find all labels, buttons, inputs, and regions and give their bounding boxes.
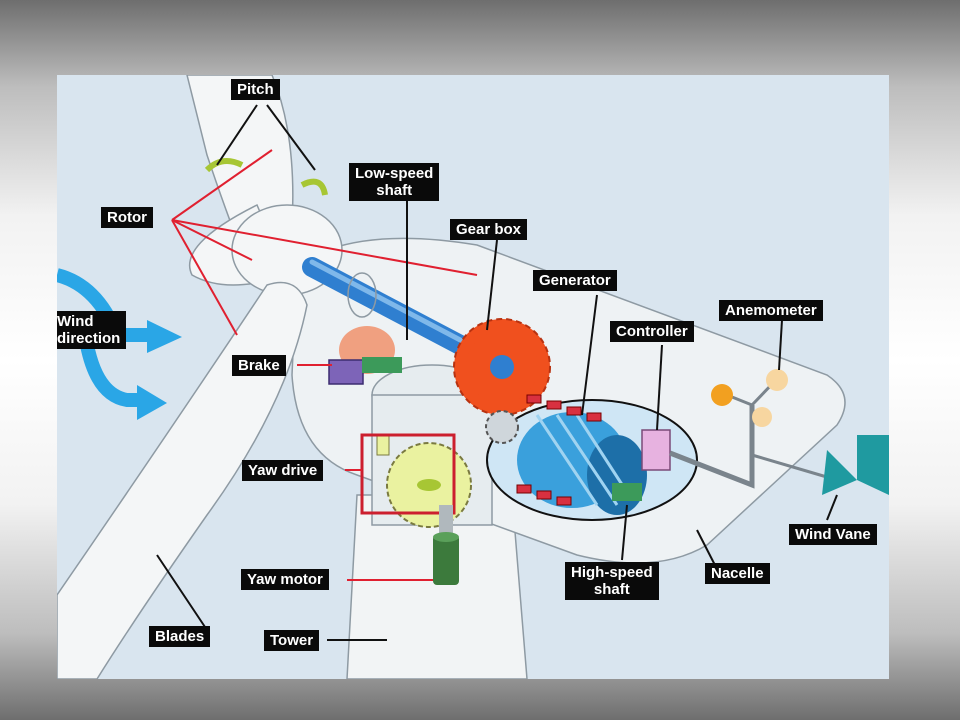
label-yaw-motor: Yaw motor	[241, 569, 329, 590]
label-brake: Brake	[232, 355, 286, 376]
gear-box-shape	[453, 318, 551, 416]
label-gear-box: Gear box	[450, 219, 528, 240]
label-generator: Generator	[533, 270, 617, 291]
brake-caliper	[328, 359, 364, 385]
generator-magnets	[516, 394, 602, 506]
label-tower: Tower	[264, 630, 320, 651]
label-rotor: Rotor	[101, 207, 153, 228]
leader-lines	[171, 149, 478, 581]
yaw-drive-frame	[360, 433, 456, 515]
label-high-speed-shaft: High-speed shaft	[565, 562, 659, 600]
pitch-arrow-right	[300, 178, 328, 196]
wind-arrow-2	[80, 343, 137, 407]
label-anemometer: Anemometer	[719, 300, 823, 321]
high-speed-shaft-shape	[612, 483, 642, 501]
label-yaw-drive: Yaw drive	[242, 460, 324, 481]
wind-vane-shape	[751, 435, 889, 495]
label-wind-vane: Wind Vane	[789, 524, 877, 545]
controller-box	[641, 429, 671, 471]
yaw-motor-shape	[433, 505, 459, 585]
sensor-mast	[669, 405, 755, 489]
label-controller: Controller	[610, 321, 694, 342]
label-wind-direction: Wind direction	[57, 311, 127, 349]
wind-turbine-diagram: Pitch Rotor Wind direction Low-speed sha…	[57, 75, 889, 679]
label-blades: Blades	[149, 626, 211, 647]
lower-blade	[57, 281, 308, 679]
pitch-arrow-left	[204, 158, 244, 173]
black-leader-lines	[156, 104, 838, 641]
anemometer-shape	[711, 369, 788, 427]
label-nacelle: Nacelle	[705, 563, 770, 584]
label-pitch: Pitch	[231, 79, 280, 100]
label-low-speed-shaft: Low-speed shaft	[349, 163, 440, 201]
diagram-artwork	[57, 75, 889, 679]
